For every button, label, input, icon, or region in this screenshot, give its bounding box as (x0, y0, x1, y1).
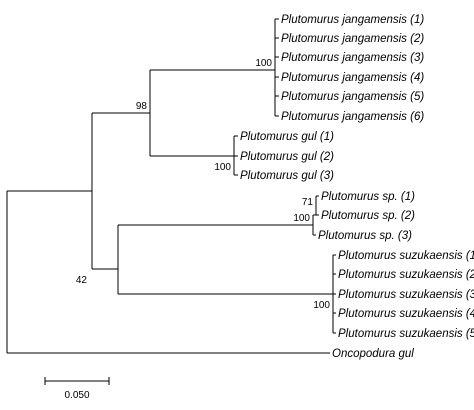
taxon-label: Plutomurus sp. (3) (318, 230, 412, 242)
taxon-label: Plutomurus sp. (2) (321, 210, 415, 222)
taxon-label: Plutomurus suzukaensis (5) (338, 328, 474, 340)
scale-bar-label: 0.050 (64, 390, 89, 401)
taxon-label: Plutomurus jangamensis (1) (281, 14, 424, 26)
taxon-label: Plutomurus gul (3) (240, 170, 334, 182)
taxon-label: Plutomurus suzukaensis (4) (338, 308, 474, 320)
taxon-label: Plutomurus suzukaensis (2) (338, 269, 474, 281)
taxon-label: Plutomurus jangamensis (2) (281, 33, 424, 45)
taxon-label: Plutomurus gul (2) (240, 151, 334, 163)
scale-bar: 0.050 (44, 377, 110, 401)
bootstrap-value: 42 (76, 275, 88, 286)
bootstrap-values: 100 98 100 71 100 42 100 (76, 58, 331, 311)
tree-branches (6, 18, 336, 354)
bootstrap-value: 71 (302, 197, 314, 208)
bootstrap-value: 100 (313, 300, 330, 311)
bootstrap-value: 98 (136, 101, 148, 112)
taxon-label: Plutomurus gul (1) (240, 131, 334, 143)
taxon-label: Plutomurus suzukaensis (1) (338, 250, 474, 262)
bootstrap-value: 100 (214, 162, 231, 173)
taxon-label: Plutomurus jangamensis (5) (281, 91, 424, 103)
taxon-label: Plutomurus jangamensis (6) (281, 111, 424, 123)
taxon-label: Plutomurus suzukaensis (3) (338, 289, 474, 301)
taxon-label: Plutomurus jangamensis (3) (281, 52, 424, 64)
taxon-label: Plutomurus jangamensis (4) (281, 72, 424, 84)
taxon-label: Oncopodura gul (332, 348, 414, 360)
taxon-labels: Plutomurus jangamensis (1) Plutomurus ja… (240, 14, 474, 360)
bootstrap-value: 100 (255, 58, 272, 69)
taxon-label: Plutomurus sp. (1) (321, 191, 415, 203)
bootstrap-value: 100 (293, 213, 310, 224)
